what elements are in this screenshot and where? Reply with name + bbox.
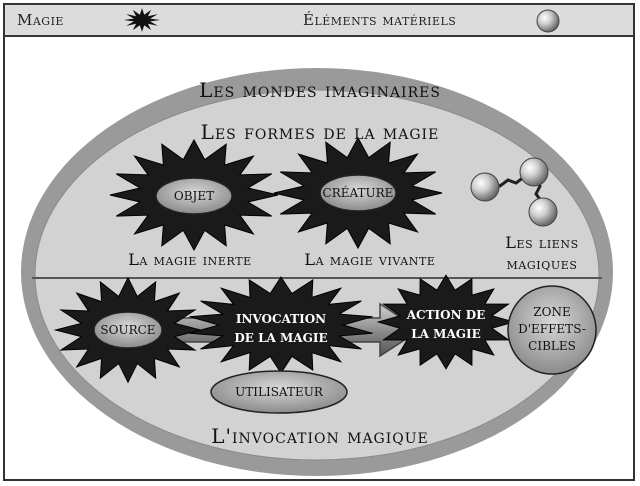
action-line2: la magie xyxy=(411,327,481,341)
magie-vivante-label: La magie vivante xyxy=(304,250,436,269)
sphere-icon xyxy=(536,9,560,33)
creature-label: CRÉATURE xyxy=(322,186,394,200)
objet-label: OBJET xyxy=(173,189,215,203)
zone-line2: d'effets- xyxy=(518,322,586,336)
utilisateur-pill xyxy=(210,370,348,414)
invocation-line1: Invocation xyxy=(235,312,327,326)
star-burst-icon xyxy=(123,8,161,32)
liens-line1: Les liens xyxy=(505,233,579,252)
upper-title: Les formes de la magie xyxy=(200,120,440,144)
objet-pill xyxy=(155,177,233,215)
source-pill xyxy=(93,311,163,349)
action-star xyxy=(376,274,516,370)
lower-title: L'invocation magique xyxy=(211,424,429,448)
legend-magie-label: Magie xyxy=(17,11,64,29)
source-label: SOURCE xyxy=(100,323,156,337)
utilisateur-label: UTILISATEUR xyxy=(235,385,323,399)
zone-pill xyxy=(507,285,597,375)
outer-title: Les mondes imaginaires xyxy=(199,78,441,102)
legend-elements-label: Éléments matériels xyxy=(303,11,457,29)
zone-line3: cibles xyxy=(528,339,576,353)
zone-line1: Zone xyxy=(533,305,571,319)
action-line1: Action de xyxy=(406,308,486,322)
creature-pill xyxy=(319,174,397,212)
legend-bar: Magie Éléments matériels xyxy=(3,3,635,37)
invocation-line2: de la magie xyxy=(234,331,328,345)
liens-magiques-icon xyxy=(470,157,558,227)
magie-inerte-label: La magie inerte xyxy=(128,250,252,269)
liens-line2: magiques xyxy=(506,254,578,273)
